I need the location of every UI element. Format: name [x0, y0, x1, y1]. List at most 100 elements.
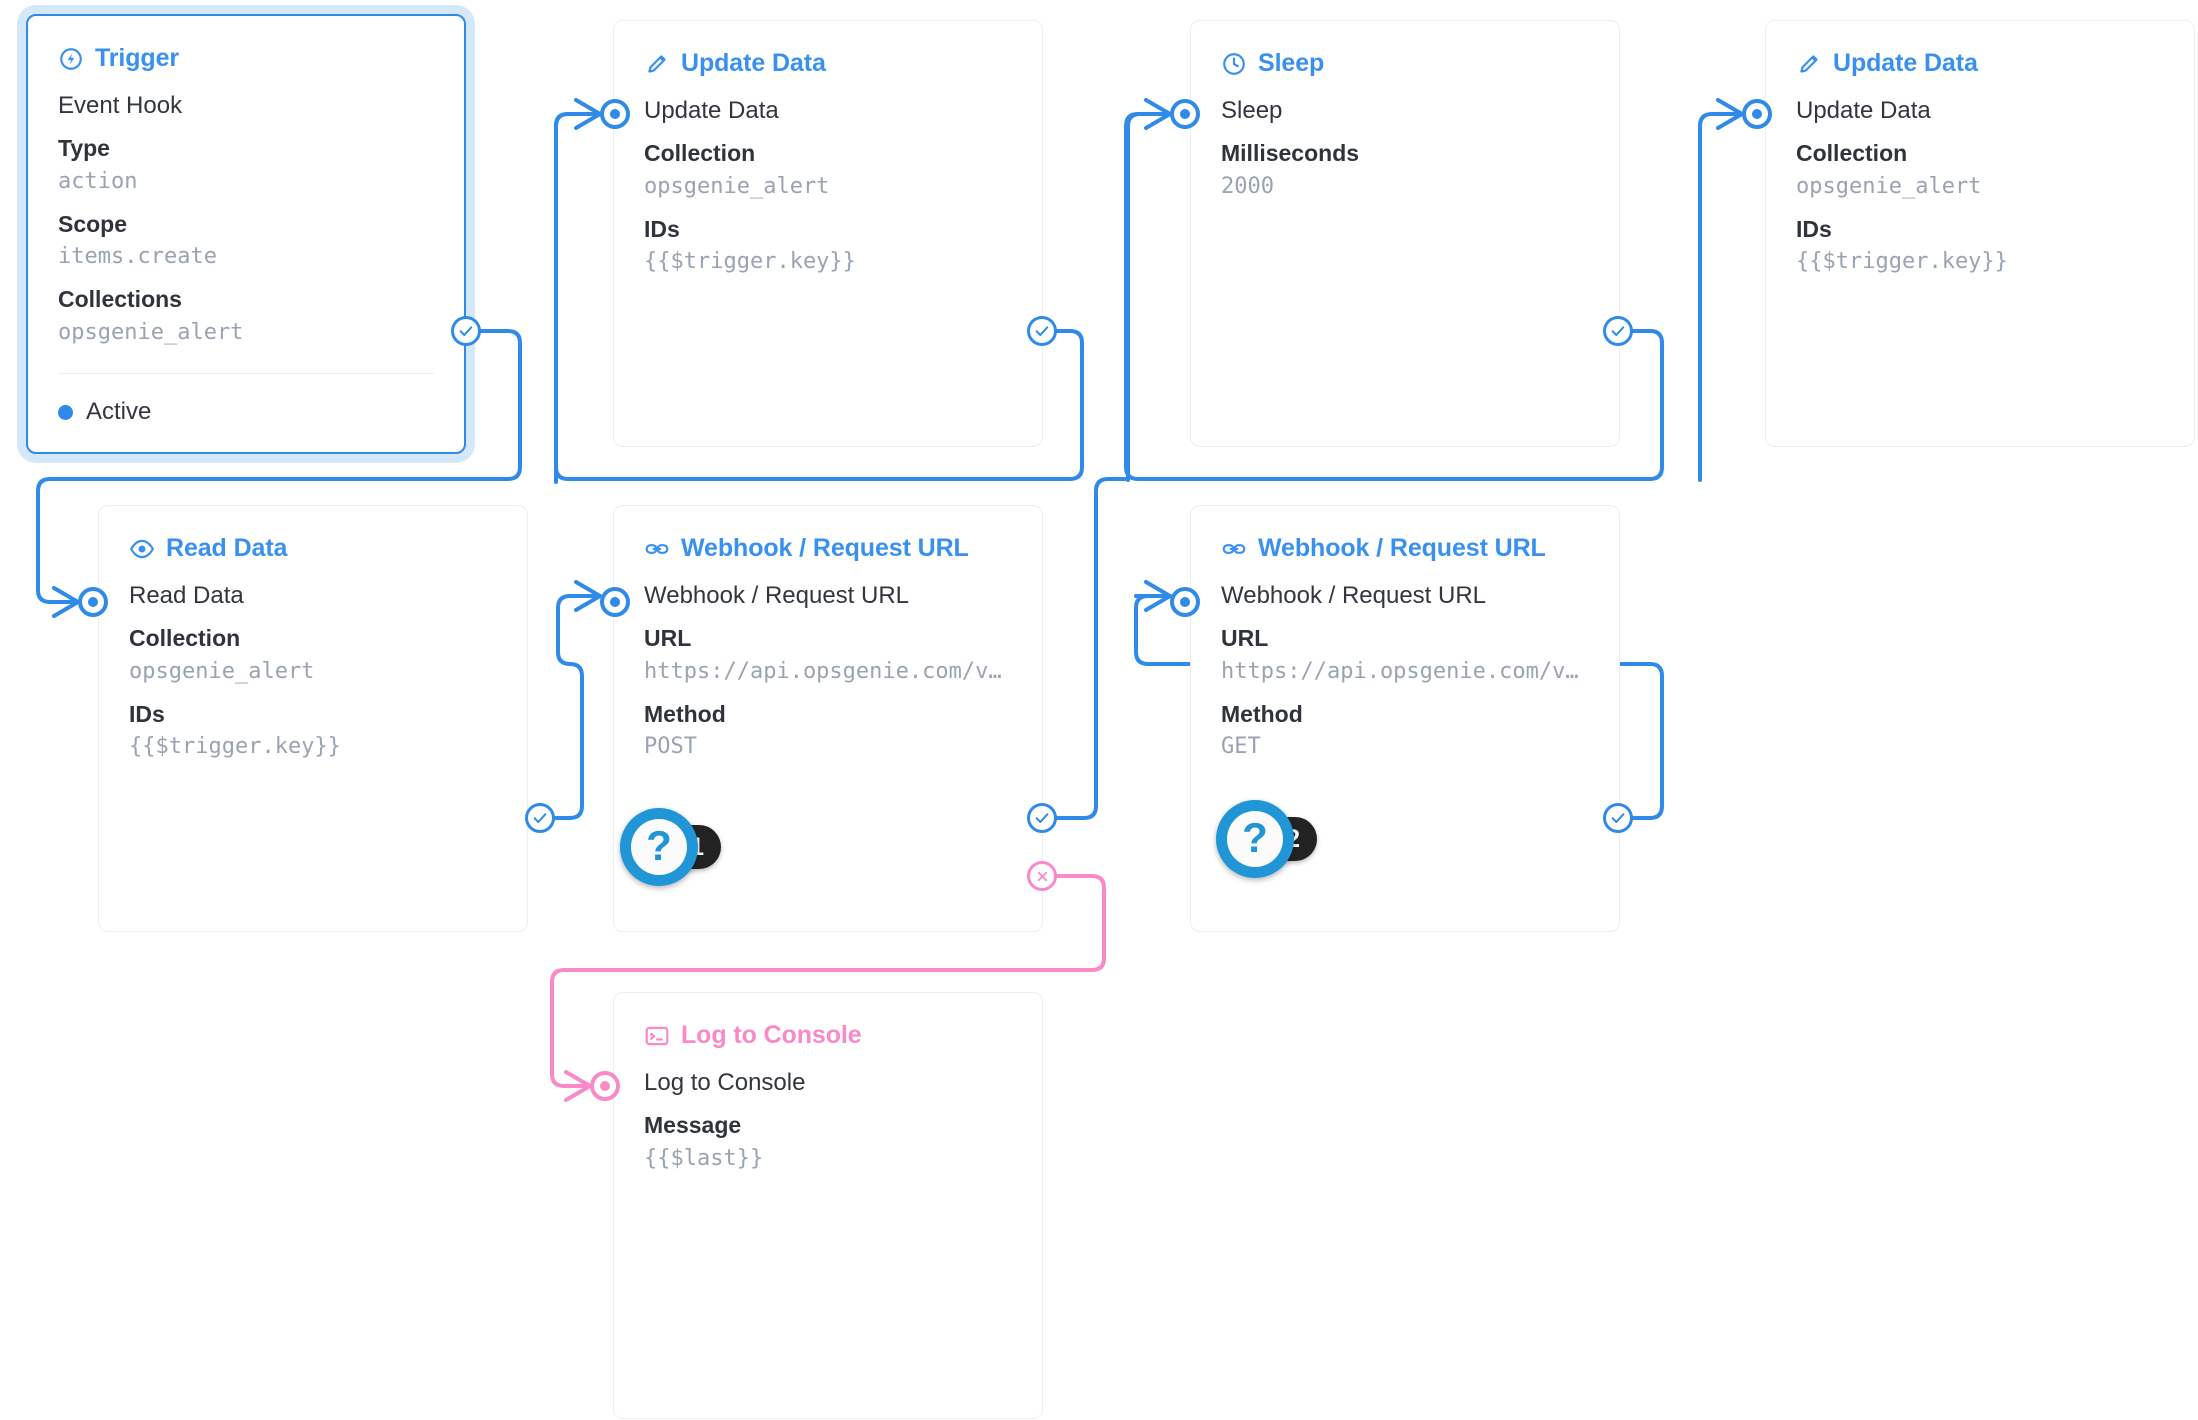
help-badge-2[interactable]: 2 ?: [1216, 800, 1317, 878]
field-label: Collection: [129, 625, 241, 651]
link-icon: [1221, 536, 1247, 562]
field-label: IDs: [129, 700, 165, 727]
output-port-trigger-resolve[interactable]: [451, 316, 481, 346]
field-value: items.create: [58, 244, 217, 270]
field-value: https://api.opsgenie.com/v…: [1221, 658, 1579, 684]
field-url: URL https://api.opsgenie.com/v…: [1221, 624, 1591, 687]
question-mark-icon: ?: [1242, 814, 1268, 861]
field-value: opsgenie_alert: [129, 658, 315, 684]
wire-into-update-data-right: [1698, 112, 1744, 482]
card-header-read-data: Read Data: [99, 506, 527, 563]
wire-into-update-data-1: [554, 112, 602, 482]
card-body-trigger: Event Hook Type action Scope items.creat…: [28, 73, 464, 348]
output-port-update-data-1-resolve[interactable]: [1027, 316, 1057, 346]
input-port-update-data-1[interactable]: [600, 99, 630, 129]
node-title: Webhook / Request URL: [644, 582, 910, 609]
field-label: Collection: [644, 140, 756, 166]
bolt-circle-icon: [58, 46, 84, 72]
card-header-webhook-2: Webhook / Request URL: [1191, 506, 1619, 563]
console-icon: [644, 1023, 670, 1049]
card-body-read-data: Read Data Collection opsgenie_alert IDs …: [99, 563, 527, 762]
field-label: Type: [58, 135, 110, 161]
arrowhead-log-to-console: [564, 1070, 592, 1102]
field-value: POST: [644, 734, 697, 760]
node-card-read-data[interactable]: Read Data Read Data Collection opsgenie_…: [98, 505, 528, 932]
wire-webhook-1-out: [1040, 477, 1130, 820]
card-header-label: Update Data: [1833, 49, 1978, 77]
input-port-webhook-2[interactable]: [1170, 587, 1200, 617]
field-collections: Collections opsgenie_alert: [58, 285, 436, 348]
field-label: Method: [1221, 700, 1303, 727]
arrowhead-webhook-1: [574, 580, 602, 612]
card-header-label: Trigger: [95, 44, 180, 72]
help-badge-1[interactable]: 1 ?: [620, 808, 721, 886]
output-port-webhook-1-resolve[interactable]: [1027, 803, 1057, 833]
output-port-webhook-2-resolve[interactable]: [1603, 803, 1633, 833]
node-title: Read Data: [129, 582, 244, 609]
card-body-sleep: Sleep Milliseconds 2000: [1191, 78, 1619, 202]
card-body-update-data-2: Update Data Collection opsgenie_alert ID…: [1766, 78, 2194, 277]
output-port-webhook-1-reject[interactable]: [1027, 861, 1057, 891]
field-value: opsgenie_alert: [1796, 173, 1982, 199]
input-port-update-data-2[interactable]: [1742, 99, 1772, 129]
output-port-sleep-resolve[interactable]: [1603, 316, 1633, 346]
field-label: Message: [644, 1112, 742, 1138]
status-dot-icon: [58, 404, 73, 420]
field-collection: Collection opsgenie_alert: [129, 624, 499, 687]
help-circle-icon[interactable]: ?: [1216, 800, 1294, 878]
card-body-update-data-1: Update Data Collection opsgenie_alert ID…: [614, 78, 1042, 277]
card-header-label: Webhook / Request URL: [681, 534, 969, 562]
card-header-update-data-2: Update Data: [1766, 21, 2194, 78]
status-badge: Active: [58, 398, 151, 426]
field-value: opsgenie_alert: [58, 320, 244, 346]
arrowhead-webhook-2: [1144, 580, 1172, 612]
help-circle-icon[interactable]: ?: [620, 808, 698, 886]
node-card-sleep[interactable]: Sleep Sleep Milliseconds 2000: [1190, 20, 1620, 447]
arrowhead-read-data: [52, 586, 80, 618]
field-scope: Scope items.create: [58, 210, 436, 273]
card-header-update-data-1: Update Data: [614, 21, 1042, 78]
card-header-label: Log to Console: [681, 1021, 862, 1049]
input-port-log-to-console[interactable]: [590, 1071, 620, 1101]
card-body-webhook-2: Webhook / Request URL URL https://api.op…: [1191, 563, 1619, 762]
field-label: URL: [1221, 625, 1269, 651]
field-message: Message {{$last}}: [644, 1111, 1014, 1174]
field-label: IDs: [644, 215, 680, 242]
field-collection: Collection opsgenie_alert: [1796, 139, 2166, 202]
output-port-read-data-resolve[interactable]: [525, 803, 555, 833]
node-title: Webhook / Request URL: [1221, 582, 1487, 609]
field-value: {{$trigger.key}}: [129, 734, 341, 760]
node-title: Sleep: [1221, 97, 1283, 124]
field-label: Scope: [58, 210, 128, 237]
question-mark-icon: ?: [646, 822, 672, 869]
field-ids: IDs {{$trigger.key}}: [129, 700, 499, 763]
field-method: Method POST: [644, 700, 1014, 763]
field-label: Milliseconds: [1221, 140, 1360, 166]
field-label: Method: [644, 700, 726, 727]
field-milliseconds: Milliseconds 2000: [1221, 139, 1591, 202]
field-label: Collections: [58, 286, 182, 313]
field-label: IDs: [1796, 215, 1832, 242]
card-header-log-to-console: Log to Console: [614, 993, 1042, 1050]
field-value: {{$trigger.key}}: [1796, 249, 2008, 275]
input-port-read-data[interactable]: [78, 587, 108, 617]
field-value: https://api.opsgenie.com/v…: [644, 658, 1002, 684]
node-card-update-data-2[interactable]: Update Data Update Data Collection opsge…: [1765, 20, 2195, 447]
eye-icon: [129, 536, 155, 562]
node-card-log-to-console[interactable]: Log to Console Log to Console Message {{…: [613, 992, 1043, 1419]
link-icon: [644, 536, 670, 562]
node-card-update-data-1[interactable]: Update Data Update Data Collection opsge…: [613, 20, 1043, 447]
card-header-label: Update Data: [681, 49, 826, 77]
field-label: Collection: [1796, 140, 1908, 166]
card-header-trigger: Trigger: [28, 16, 464, 73]
input-port-sleep[interactable]: [1170, 99, 1200, 129]
wire-into-sleep: [1126, 112, 1172, 482]
node-title: Update Data: [1796, 97, 1931, 124]
node-card-trigger[interactable]: Trigger Event Hook Type action Scope ite…: [26, 14, 466, 454]
field-value: {{$last}}: [644, 1145, 764, 1171]
input-port-webhook-1[interactable]: [600, 587, 630, 617]
status-label: Active: [86, 398, 152, 425]
card-header-label: Webhook / Request URL: [1258, 534, 1546, 562]
field-value: GET: [1221, 734, 1261, 760]
